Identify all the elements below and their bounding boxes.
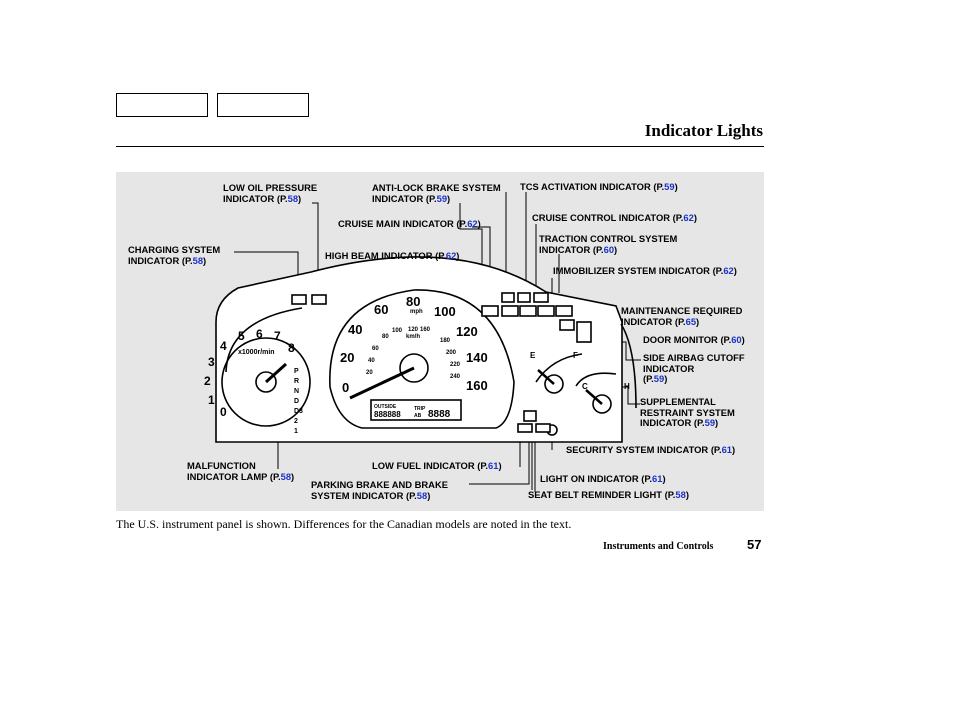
callout-anti-lock-brake: ANTI-LOCK BRAKE SYSTEM INDICATOR 59 xyxy=(372,182,501,204)
page-link-malfunction[interactable]: 58 xyxy=(270,471,294,482)
callout-low-fuel: LOW FUEL INDICATOR 61 xyxy=(372,460,502,472)
callout-side-airbag-cutoff: SIDE AIRBAG CUTOFF INDICATOR 59 xyxy=(643,352,745,385)
speed-mph-120: 120 xyxy=(456,324,478,339)
speed-kmh-60: 60 xyxy=(372,346,379,352)
temp-cold-mark: C xyxy=(582,382,588,391)
trip-digits: 8888 xyxy=(428,409,451,420)
callout-immobilizer: IMMOBILIZER SYSTEM INDICATOR 62 xyxy=(553,265,737,277)
tach-number-7: 7 xyxy=(274,329,281,343)
callout-low-oil-pressure: LOW OIL PRESSURE INDICATOR 58 xyxy=(223,182,317,204)
speed-kmh-240: 240 xyxy=(450,374,461,380)
trip-label-bottom: AB xyxy=(414,413,422,419)
gear-p: P xyxy=(294,368,299,375)
gear-r: R xyxy=(294,378,299,385)
dial-artwork xyxy=(215,256,637,443)
page-number: 57 xyxy=(747,537,762,552)
page-link-seat-belt[interactable]: 58 xyxy=(665,489,689,500)
footer-section-title: Instruments and Controls xyxy=(603,541,714,552)
callout-security-system: SECURITY SYSTEM INDICATOR 61 xyxy=(566,444,735,456)
fuel-empty-mark: E xyxy=(530,351,536,360)
page-link-parking-brake[interactable]: 58 xyxy=(406,490,430,501)
callout-cruise-control: CRUISE CONTROL INDICATOR 62 xyxy=(532,212,697,224)
callout-supplemental-restraint: SUPPLEMENTAL RESTRAINT SYSTEM INDICATOR … xyxy=(640,396,735,429)
gear-1: 1 xyxy=(294,428,298,435)
speed-mph-20: 20 xyxy=(340,350,354,365)
page-link-door-monitor[interactable]: 60 xyxy=(720,334,744,345)
figure-caption: The U.S. instrument panel is shown. Diff… xyxy=(116,517,572,531)
tach-number-3: 3 xyxy=(208,355,215,369)
gear-2: 2 xyxy=(294,418,298,425)
speed-kmh-20: 20 xyxy=(366,370,373,376)
callout-maintenance-required: MAINTENANCE REQUIRED INDICATOR 65 xyxy=(621,305,742,327)
page-link-traction-control[interactable]: 60 xyxy=(593,244,617,255)
odometer-digits: 888888 xyxy=(374,410,401,419)
page-link-immobilizer[interactable]: 62 xyxy=(713,265,737,276)
tach-unit: x1000r/min xyxy=(238,349,275,356)
speed-mph-unit: mph xyxy=(410,309,423,315)
page-link-abs[interactable]: 59 xyxy=(426,193,450,204)
speed-kmh-180: 180 xyxy=(440,338,451,344)
callout-seat-belt-reminder: SEAT BELT REMINDER LIGHT 58 xyxy=(528,489,689,501)
speed-kmh-40: 40 xyxy=(368,358,375,364)
gear-d3: D3 xyxy=(294,408,303,415)
gear-d: D xyxy=(294,398,299,405)
speed-kmh-220: 220 xyxy=(450,362,461,368)
tach-number-1: 1 xyxy=(208,393,215,407)
page-link-tcs-activation[interactable]: 59 xyxy=(653,181,677,192)
page-link-side-airbag[interactable]: 59 xyxy=(643,373,667,384)
instrument-panel-figure: 0 1 2 3 4 5 6 7 8 x1000r/min 0 20 40 60 … xyxy=(116,172,764,511)
speed-kmh-100: 100 xyxy=(392,328,403,334)
tach-number-2: 2 xyxy=(204,374,211,388)
callout-door-monitor: DOOR MONITOR 60 xyxy=(643,334,745,346)
speed-mph-60: 60 xyxy=(374,302,388,317)
callout-parking-brake: PARKING BRAKE AND BRAKE SYSTEM INDICATOR… xyxy=(311,479,448,501)
page-link-srs[interactable]: 59 xyxy=(694,417,718,428)
odometer-label: OUTSIDE xyxy=(374,404,397,410)
page-link-security[interactable]: 61 xyxy=(711,444,735,455)
page-link-maintenance[interactable]: 65 xyxy=(675,316,699,327)
nav-button-next[interactable] xyxy=(217,93,309,117)
page-link-low-oil[interactable]: 58 xyxy=(277,193,301,204)
page-link-light-on[interactable]: 61 xyxy=(641,473,665,484)
speed-kmh-unit: km/h xyxy=(406,334,420,340)
speed-mph-40: 40 xyxy=(348,322,362,337)
temp-hot-mark: H xyxy=(624,382,630,391)
speed-mph-100: 100 xyxy=(434,304,456,319)
page-title: Indicator Lights xyxy=(644,121,763,140)
callout-light-on: LIGHT ON INDICATOR 61 xyxy=(540,473,666,485)
speed-mph-140: 140 xyxy=(466,350,488,365)
speed-mph-0: 0 xyxy=(342,380,349,395)
nav-button-previous[interactable] xyxy=(116,93,208,117)
speed-kmh-200: 200 xyxy=(446,350,457,356)
speed-kmh-160: 160 xyxy=(420,327,431,333)
callout-traction-control: TRACTION CONTROL SYSTEM INDICATOR 60 xyxy=(539,233,677,255)
tach-number-6: 6 xyxy=(256,327,263,341)
page-link-low-fuel[interactable]: 61 xyxy=(477,460,501,471)
tach-number-5: 5 xyxy=(238,329,245,343)
callout-high-beam: HIGH BEAM INDICATOR 62 xyxy=(325,250,459,262)
title-rule xyxy=(116,146,764,147)
gear-n: N xyxy=(294,388,299,395)
speed-kmh-120: 120 xyxy=(408,327,419,333)
page-link-charging-system[interactable]: 58 xyxy=(182,255,206,266)
callout-malfunction-lamp: MALFUNCTION INDICATOR LAMP 58 xyxy=(187,460,294,482)
callout-charging-system: CHARGING SYSTEM INDICATOR 58 xyxy=(128,244,220,266)
speed-mph-80: 80 xyxy=(406,294,420,309)
trip-label-top: TRIP xyxy=(414,406,426,412)
callout-tcs-activation: TCS ACTIVATION INDICATOR 59 xyxy=(520,181,678,193)
speed-mph-160: 160 xyxy=(466,378,488,393)
page-link-cruise-main[interactable]: 62 xyxy=(456,218,480,229)
tach-number-4: 4 xyxy=(220,339,227,353)
callout-cruise-main: CRUISE MAIN INDICATOR 62 xyxy=(338,218,481,230)
tach-number-8: 8 xyxy=(288,341,295,355)
page-link-high-beam[interactable]: 62 xyxy=(435,250,459,261)
page-link-cruise-control[interactable]: 62 xyxy=(673,212,697,223)
fuel-full-mark: F xyxy=(573,351,578,360)
instrument-panel-drawing: 0 1 2 3 4 5 6 7 8 x1000r/min 0 20 40 60 … xyxy=(204,192,641,492)
speed-kmh-80: 80 xyxy=(382,334,389,340)
tach-number-0: 0 xyxy=(220,405,227,419)
